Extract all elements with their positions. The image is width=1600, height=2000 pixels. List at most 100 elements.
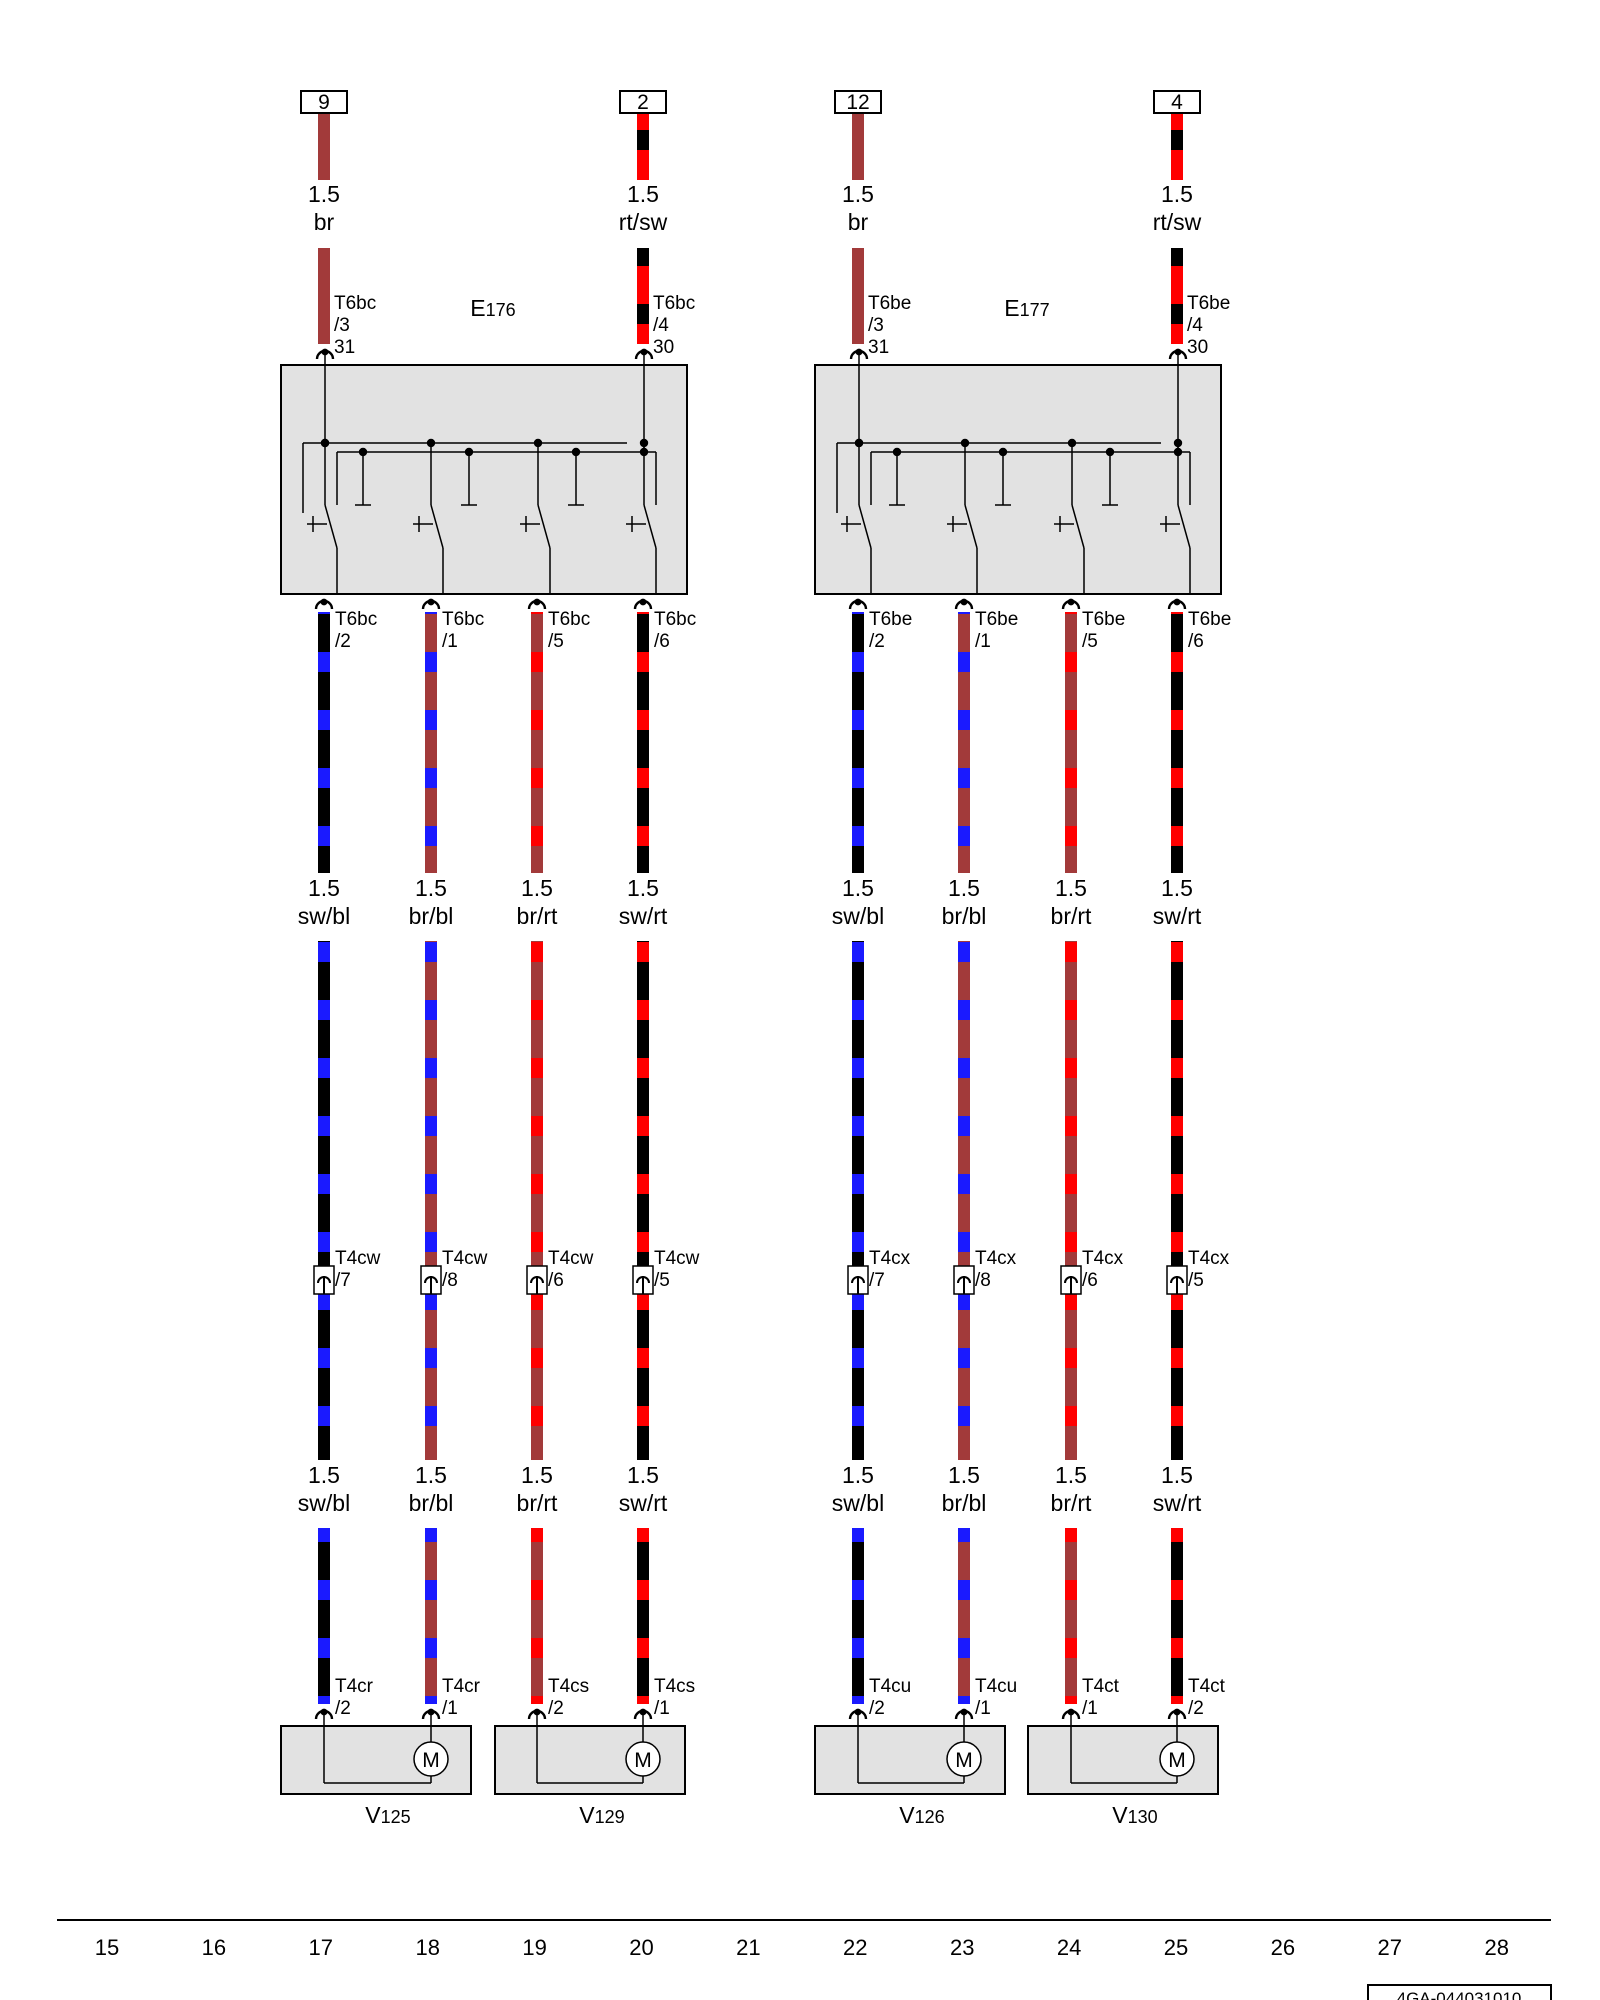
- terminal-4-conn: T6be: [1187, 293, 1230, 314]
- wire-1-segment-b: [318, 941, 330, 1266]
- motor-V125-motor-symbol: [413, 1741, 449, 1777]
- wire-6-segment-c: [958, 1294, 970, 1460]
- grid-number-21: 21: [736, 1935, 760, 1960]
- motor-V126-label: V126: [899, 1802, 944, 1828]
- terminal-9-color: br: [314, 209, 335, 235]
- motor-V125-motor-letter: M: [422, 1749, 440, 1772]
- wire-4-pin3: /1: [654, 1698, 670, 1719]
- wire-8-segment-b: [1171, 941, 1183, 1266]
- wire-7-color-a: br/rt: [1051, 903, 1093, 929]
- wire-3-pin1: /5: [548, 631, 564, 652]
- wire-2-pin1: /1: [442, 631, 458, 652]
- wire-2-size-b: 1.5: [415, 1462, 447, 1488]
- terminal-2-box: [619, 90, 667, 114]
- reference-box: [1367, 1984, 1552, 2000]
- switch-E176-switch-blade: [643, 504, 657, 549]
- terminal-4-wire-upper: [1171, 113, 1183, 180]
- wire-7-conn2: T4cx: [1082, 1248, 1124, 1269]
- terminal-12-conn: T6be: [868, 293, 911, 314]
- motor-V126-pin-r-pin: [960, 1708, 968, 1716]
- grid-number-27: 27: [1378, 1935, 1402, 1960]
- wire-8-pin3: /2: [1188, 1698, 1204, 1719]
- wire-6-conn3: T4cu: [975, 1676, 1017, 1697]
- wire-6-conn2: T4cx: [975, 1248, 1017, 1269]
- switch-E176-ground-node: [571, 447, 581, 457]
- switch-E176-pin31-pin: [321, 348, 329, 356]
- switch-E177-pin31-pin: [855, 348, 863, 356]
- wire-5-color-a: sw/bl: [832, 903, 884, 929]
- motor-V125-pin-l-pin: [320, 1708, 328, 1716]
- wire-7-color-b: br/rt: [1051, 1490, 1093, 1516]
- wire-6-pin2: /8: [975, 1270, 991, 1291]
- wire-6-module-pin-pin: [960, 598, 968, 606]
- wire-7-size-b: 1.5: [1055, 1462, 1087, 1488]
- wire-4-size-a: 1.5: [627, 875, 659, 901]
- grid-number-16: 16: [202, 1935, 226, 1960]
- motor-V129-pin-r-pin: [639, 1708, 647, 1716]
- terminal-9-number: 9: [318, 91, 330, 114]
- wire-2-segment-d: [425, 1528, 437, 1704]
- wire-7-conn3: T4ct: [1082, 1676, 1120, 1697]
- terminal-9-term: 31: [334, 337, 355, 358]
- motor-V129-label: V129: [579, 1802, 624, 1828]
- grid-number-17: 17: [309, 1935, 333, 1960]
- wire-5-conn2: T4cx: [869, 1248, 911, 1269]
- wire-2-color-b: br/bl: [409, 1490, 454, 1516]
- terminal-2-number: 2: [637, 91, 649, 114]
- wire-1-segment-c: [318, 1294, 330, 1460]
- motor-V129-motor-letter: M: [634, 1749, 652, 1772]
- wire-3-segment-b: [531, 941, 543, 1266]
- wire-2-pin3: /1: [442, 1698, 458, 1719]
- wire-7-size-a: 1.5: [1055, 875, 1087, 901]
- wire-1-segment-d: [318, 1528, 330, 1704]
- wire-4-conn3: T4cs: [654, 1676, 695, 1697]
- grid-number-28: 28: [1484, 1935, 1508, 1960]
- wire-5-segment-b: [852, 941, 864, 1266]
- wire-4-segment-b: [637, 941, 649, 1266]
- terminal-9-box: [300, 90, 348, 114]
- motor-V126-motor-symbol: [946, 1741, 982, 1777]
- motor-V126-pin-l-pin: [854, 1708, 862, 1716]
- wire-6-color-a: br/bl: [942, 903, 987, 929]
- grid-number-20: 20: [629, 1935, 653, 1960]
- wire-2-conn1: T6bc: [442, 609, 484, 630]
- labels-layer: 91.5brT6bc/33121.5rt/swT6bc/430121.5brT6…: [298, 91, 1232, 1828]
- terminal-12-pin: /3: [868, 315, 884, 336]
- switch-E176-ground-node: [464, 447, 474, 457]
- wire-6-size-b: 1.5: [948, 1462, 980, 1488]
- wire-6-conn1: T6be: [975, 609, 1018, 630]
- wire-7-segment-d: [1065, 1528, 1077, 1704]
- switch-E176-ground-node: [358, 447, 368, 457]
- terminal-4-pin: /4: [1187, 315, 1203, 336]
- wire-1-color-b: sw/bl: [298, 1490, 350, 1516]
- wire-4-module-pin-pin: [639, 598, 647, 606]
- wire-3-conn1: T6bc: [548, 609, 590, 630]
- wire-5-segment-c: [852, 1294, 864, 1460]
- wire-1-pin2: /7: [335, 1270, 351, 1291]
- wire-8-size-b: 1.5: [1161, 1462, 1193, 1488]
- wire-6-pin3: /1: [975, 1698, 991, 1719]
- wire-2-pin2: /8: [442, 1270, 458, 1291]
- reference-code: 4GA-044031010: [1397, 1989, 1522, 2000]
- wire-6-segment-d: [958, 1528, 970, 1704]
- grid-number-24: 24: [1057, 1935, 1081, 1960]
- wire-2-segment-a: [425, 612, 437, 873]
- motor-V125-label: V125: [365, 1802, 410, 1828]
- switch-E177-switch-blade: [964, 504, 978, 549]
- wire-2-segment-c: [425, 1294, 437, 1460]
- motor-V125-pin-r-pin: [427, 1708, 435, 1716]
- motor-V130-pin-l-pin: [1067, 1708, 1075, 1716]
- wire-4-size-b: 1.5: [627, 1462, 659, 1488]
- wire-5-pin2: /7: [869, 1270, 885, 1291]
- switch-E176-contact-node: [320, 438, 330, 448]
- switch-E177-contact-node: [1067, 438, 1077, 448]
- wire-6-color-b: br/bl: [942, 1490, 987, 1516]
- motor-V130-motor-letter: M: [1168, 1749, 1186, 1772]
- wire-1-pin1: /2: [335, 631, 351, 652]
- wire-8-conn2: T4cx: [1188, 1248, 1230, 1269]
- motor-V130-label: V130: [1112, 1802, 1157, 1828]
- switch-E177-ground-node: [998, 447, 1008, 457]
- wire-2-module-pin-pin: [427, 598, 435, 606]
- wire-4-segment-c: [637, 1294, 649, 1460]
